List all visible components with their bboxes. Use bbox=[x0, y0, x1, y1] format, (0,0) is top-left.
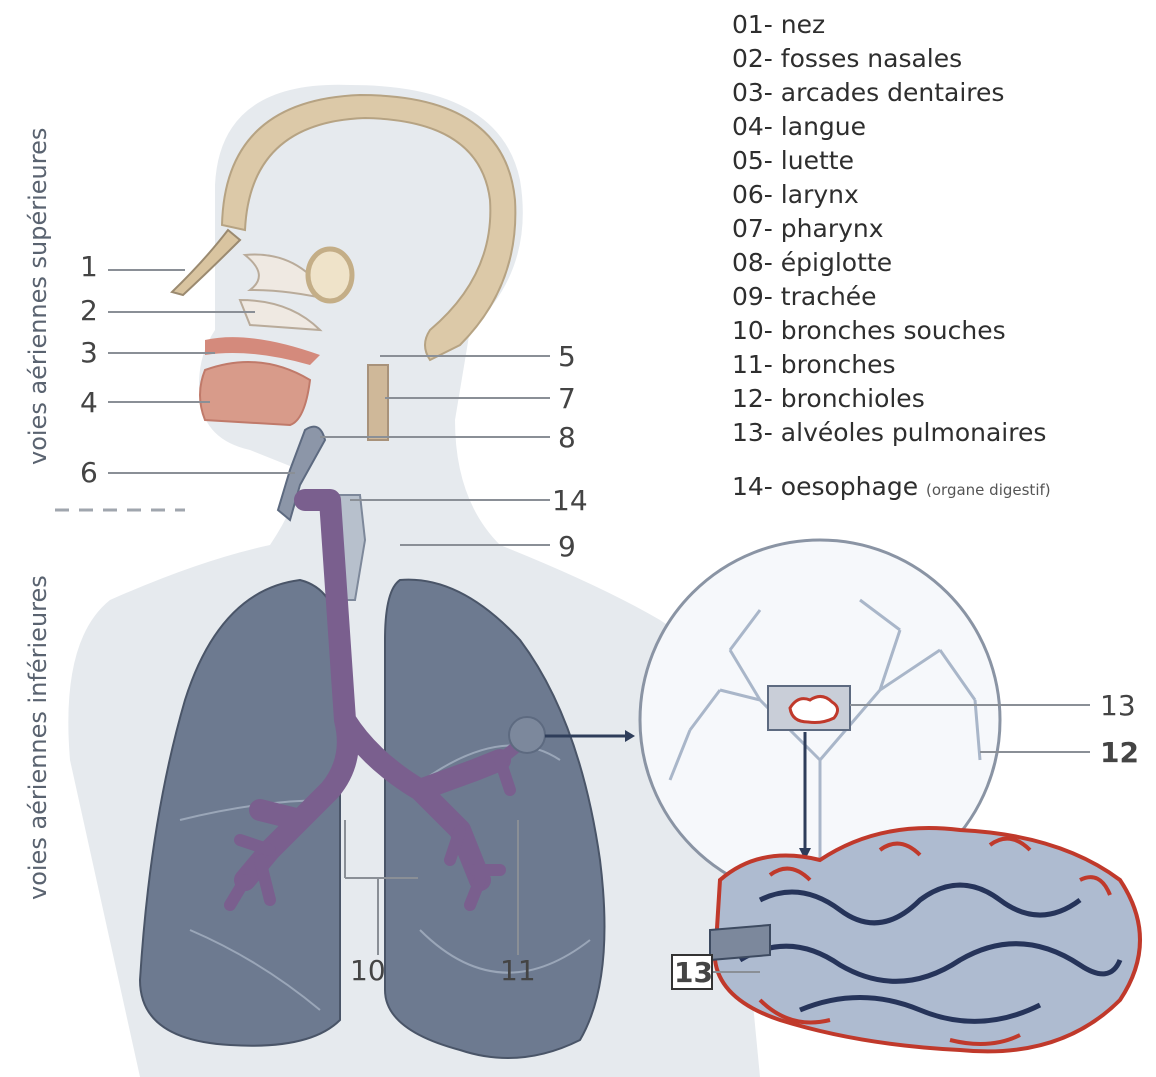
terminal-bronchiole bbox=[710, 925, 770, 960]
legend-item: 04- langue bbox=[732, 110, 1051, 144]
legend-item: 01- nez bbox=[732, 8, 1051, 42]
callout-3: 3 bbox=[80, 336, 98, 369]
upper-airways-label: voies aériennes supérieures bbox=[24, 128, 52, 465]
callout-1: 1 bbox=[80, 250, 98, 283]
pharynx bbox=[368, 365, 388, 440]
callout-13-top: 13 bbox=[1100, 689, 1136, 722]
legend-item: 10- bronches souches bbox=[732, 314, 1051, 348]
callout-10: 10 bbox=[350, 954, 386, 987]
legend-item: 03- arcades dentaires bbox=[732, 76, 1051, 110]
legend: 01- nez 02- fosses nasales 03- arcades d… bbox=[732, 8, 1051, 504]
callout-14: 14 bbox=[552, 484, 588, 517]
callout-2: 2 bbox=[80, 294, 98, 327]
legend-item: 05- luette bbox=[732, 144, 1051, 178]
sinus bbox=[308, 249, 352, 301]
zoom-alveolus bbox=[790, 696, 838, 722]
callout-13-bottom: 13 bbox=[674, 956, 713, 989]
legend-item: 09- trachée bbox=[732, 280, 1051, 314]
legend-item: 14- oesophage (organe digestif) bbox=[732, 470, 1051, 504]
callout-7: 7 bbox=[558, 382, 576, 415]
callout-6: 6 bbox=[80, 456, 98, 489]
legend-item: 06- larynx bbox=[732, 178, 1051, 212]
legend-item: 07- pharynx bbox=[732, 212, 1051, 246]
legend-item: 11- bronches bbox=[732, 348, 1051, 382]
callout-11: 11 bbox=[500, 954, 536, 987]
callout-8: 8 bbox=[558, 421, 576, 454]
legend-item: 02- fosses nasales bbox=[732, 42, 1051, 76]
lower-airways-label: voies aériennes inférieures bbox=[24, 575, 52, 900]
legend-item: 12- bronchioles bbox=[732, 382, 1051, 416]
legend-item: 13- alvéoles pulmonaires bbox=[732, 416, 1051, 450]
callout-9: 9 bbox=[558, 530, 576, 563]
callout-12: 12 bbox=[1100, 736, 1139, 769]
callout-4: 4 bbox=[80, 386, 98, 419]
legend-item: 08- épiglotte bbox=[732, 246, 1051, 280]
tongue bbox=[200, 362, 310, 425]
magnify-spot bbox=[509, 717, 545, 753]
alveoli-cluster bbox=[715, 828, 1140, 1051]
callout-5: 5 bbox=[558, 340, 576, 373]
